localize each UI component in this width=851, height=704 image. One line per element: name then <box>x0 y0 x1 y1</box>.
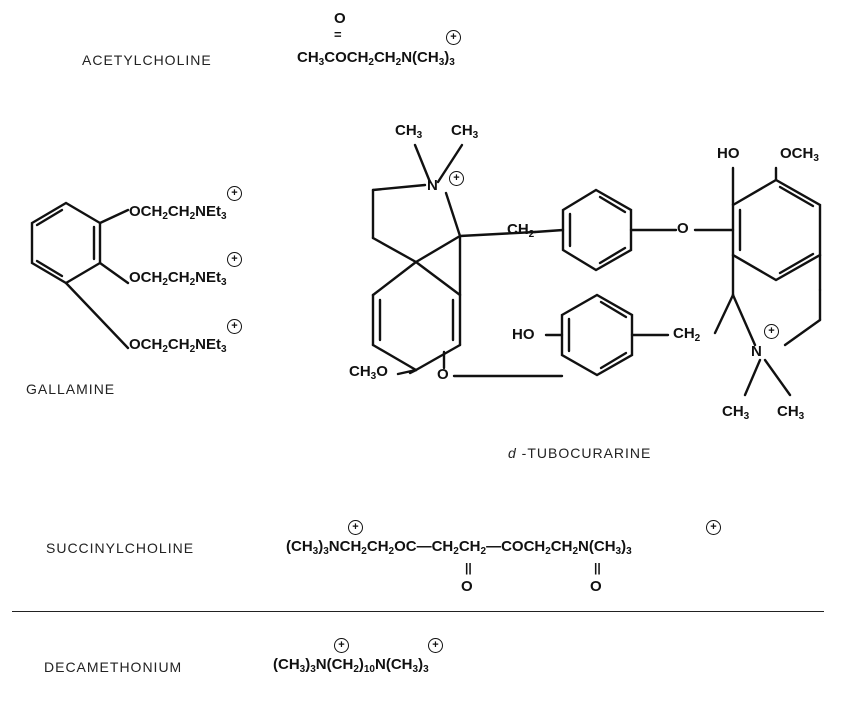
tubocurarine-n-methyl-3: CH3 <box>722 403 750 422</box>
succinylcholine-carbonyl-o-1: O <box>461 578 473 595</box>
tubocurarine-lower-phenyl-ring <box>452 293 670 378</box>
succinylcholine-double-bond-1: || <box>465 561 472 575</box>
gallamine-positive-charge-2: + <box>227 252 242 267</box>
tubocurarine-left-isoquinoline <box>371 143 537 376</box>
acetylcholine-formula: CH3COCH2CH2N(CH3)3 <box>297 49 455 68</box>
tubocurarine-n-methyl-4: CH3 <box>777 403 805 422</box>
tubocurarine-ether-oxygen: O <box>677 220 689 237</box>
tubocurarine-upper-phenyl-ring <box>533 188 735 272</box>
succinylcholine-carbonyl-o-2: O <box>590 578 602 595</box>
acetylcholine-label: ACETYLCHOLINE <box>82 52 212 68</box>
gallamine-side-chain-3: OCH2CH2NEt3 <box>129 336 227 355</box>
succinylcholine-positive-charge-1: + <box>348 520 363 535</box>
succinylcholine-formula: (CH3)3NCH2CH2OC—CH2CH2—COCH2CH2N(CH3)3 <box>286 538 632 557</box>
tubocurarine-lower-ether-oxygen: O <box>437 366 449 383</box>
section-divider <box>12 611 824 612</box>
gallamine-side-chain-1: OCH2CH2NEt3 <box>129 203 227 222</box>
tubocurarine-ch2-bridge: CH2 <box>507 221 535 240</box>
tubocurarine-ch2-lower: CH2 <box>673 325 701 344</box>
gallamine-side-chain-2: OCH2CH2NEt3 <box>129 269 227 288</box>
decamethonium-formula: (CH3)3N(CH2)10N(CH3)3 <box>273 656 429 675</box>
gallamine-benzene-ring <box>30 201 130 350</box>
acetylcholine-double-bond: = <box>334 27 342 42</box>
tubocurarine-left-nitrogen: N <box>427 177 438 194</box>
acetylcholine-carbonyl-o: O <box>334 10 346 27</box>
succinylcholine-positive-charge-2: + <box>706 520 721 535</box>
acetylcholine-positive-charge: + <box>446 30 461 45</box>
decamethonium-positive-charge-1: + <box>334 638 349 653</box>
tubocurarine-n-methyl-1: CH3 <box>395 122 423 141</box>
tubocurarine-hydroxyl-lower: HO <box>512 326 535 343</box>
decamethonium-positive-charge-2: + <box>428 638 443 653</box>
tubocurarine-left-positive-charge: + <box>449 171 464 186</box>
tubocurarine-n-methyl-2: CH3 <box>451 122 479 141</box>
succinylcholine-label: SUCCINYLCHOLINE <box>46 540 195 556</box>
gallamine-label: GALLAMINE <box>26 381 116 397</box>
tubocurarine-right-isoquinoline <box>713 166 822 397</box>
tubocurarine-methoxy-left: CH3O <box>349 363 388 382</box>
tubocurarine-methoxy-right: OCH3 <box>780 145 819 164</box>
tubocurarine-label: d -TUBOCURARINE <box>508 445 652 461</box>
tubocurarine-hydroxyl-upper: HO <box>717 145 740 162</box>
gallamine-positive-charge-3: + <box>227 319 242 334</box>
tubocurarine-right-nitrogen: N <box>751 343 762 360</box>
gallamine-positive-charge-1: + <box>227 186 242 201</box>
succinylcholine-double-bond-2: || <box>594 561 601 575</box>
tubocurarine-right-positive-charge: + <box>764 324 779 339</box>
decamethonium-label: DECAMETHONIUM <box>44 659 183 675</box>
